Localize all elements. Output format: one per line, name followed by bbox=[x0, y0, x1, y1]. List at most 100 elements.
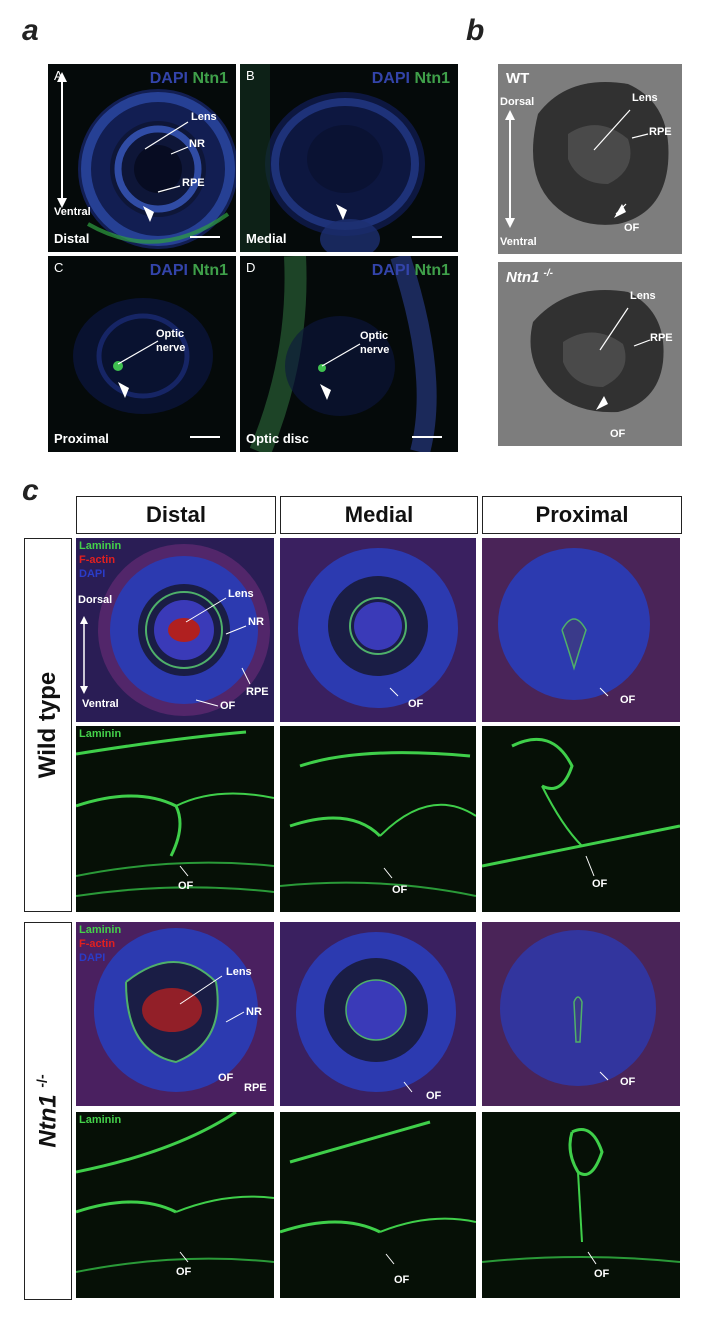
eye-merge-image bbox=[482, 538, 680, 722]
label-of: OF bbox=[408, 698, 424, 710]
label-of: OF bbox=[620, 1076, 636, 1088]
corner-label: B bbox=[246, 68, 255, 83]
panel-a-optic-disc: D DAPI Ntn1 Optic nerve Optic disc bbox=[240, 256, 458, 452]
ko-medial-laminin: OF bbox=[280, 1112, 476, 1298]
genotype-ko: Ntn1 -/- bbox=[506, 268, 553, 286]
label-of: OF bbox=[592, 878, 608, 890]
ko-proximal-laminin: OF bbox=[482, 1112, 680, 1298]
row-header-ntn1-ko: Ntn1 -/- bbox=[24, 922, 72, 1300]
stain-label: DAPI Ntn1 bbox=[371, 70, 450, 87]
label-lens: Lens bbox=[632, 92, 658, 104]
distal-eye-image bbox=[57, 72, 236, 249]
wt-proximal-laminin: OF bbox=[482, 726, 680, 912]
eye-merge-image bbox=[280, 538, 476, 722]
laminin-image bbox=[280, 751, 476, 897]
column-header-distal: Distal bbox=[76, 496, 276, 534]
medial-eye-image bbox=[240, 64, 425, 252]
label-lens: Lens bbox=[228, 588, 254, 600]
label-optic: Optic bbox=[360, 330, 389, 342]
wt-medial-merge: OF bbox=[280, 538, 476, 722]
genotype-wt: WT bbox=[506, 70, 530, 87]
ko-distal-laminin: Laminin OF bbox=[76, 1112, 274, 1298]
laminin-image bbox=[482, 1128, 680, 1265]
label-nerve: nerve bbox=[360, 344, 390, 356]
label-lens: Lens bbox=[630, 290, 656, 302]
laminin-image bbox=[76, 1112, 274, 1273]
scale-bar bbox=[412, 236, 442, 238]
eye-merge-image bbox=[280, 922, 476, 1106]
corner-label: A bbox=[54, 68, 63, 83]
ko-medial-merge: OF bbox=[280, 922, 476, 1106]
optic-disc-image bbox=[249, 256, 437, 452]
label-of: OF bbox=[218, 1072, 234, 1084]
label-of: OF bbox=[610, 428, 626, 440]
ko-eye-image bbox=[530, 290, 664, 413]
panel-letter-a: a bbox=[22, 14, 39, 47]
wt-distal-laminin: Laminin OF bbox=[76, 726, 274, 912]
wt-medial-laminin: OF bbox=[280, 726, 476, 912]
panel-a-distal: A DAPI Ntn1 Lens NR RPE Ventral Distal bbox=[48, 64, 236, 252]
stain-label: DAPI Ntn1 bbox=[149, 70, 228, 87]
condition-label: Proximal bbox=[54, 431, 109, 446]
label-ventral: Ventral bbox=[54, 206, 91, 218]
label-dorsal: Dorsal bbox=[78, 594, 113, 606]
label-of: OF bbox=[220, 700, 236, 712]
channel-factin: F-actin bbox=[79, 554, 116, 566]
scale-bar bbox=[190, 436, 220, 438]
stain-label: DAPI Ntn1 bbox=[371, 262, 450, 279]
corner-label: C bbox=[54, 260, 64, 275]
label-of: OF bbox=[620, 694, 636, 706]
label-of: OF bbox=[176, 1266, 192, 1278]
channel-factin: F-actin bbox=[79, 938, 116, 950]
channel-laminin: Laminin bbox=[79, 728, 122, 740]
condition-label: Medial bbox=[246, 231, 287, 246]
label-of: OF bbox=[624, 222, 640, 234]
wt-proximal-merge: OF bbox=[482, 538, 680, 722]
corner-label: D bbox=[246, 260, 256, 275]
panel-a-medial: B DAPI Ntn1 Medial bbox=[240, 64, 458, 252]
label-lens: Lens bbox=[226, 966, 252, 978]
label-of: OF bbox=[394, 1274, 410, 1286]
eye-merge-image bbox=[482, 922, 680, 1106]
stain-label: DAPI Ntn1 bbox=[149, 262, 228, 279]
label-nr: NR bbox=[248, 616, 264, 628]
channel-laminin: Laminin bbox=[79, 1114, 122, 1126]
label-ventral: Ventral bbox=[82, 698, 119, 710]
eye-merge-image bbox=[76, 922, 274, 1106]
ko-proximal-merge: OF bbox=[482, 922, 680, 1106]
panel-b-ko: Ntn1 -/- Lens RPE OF bbox=[498, 262, 682, 446]
panel-letter-c: c bbox=[22, 474, 39, 507]
laminin-image bbox=[76, 730, 274, 897]
label-rpe: RPE bbox=[246, 686, 269, 698]
label-rpe: RPE bbox=[182, 177, 205, 189]
panel-b-wt: WT Dorsal Ventral Lens RPE OF bbox=[498, 64, 682, 254]
channel-laminin: Laminin bbox=[79, 924, 122, 936]
condition-label: Distal bbox=[54, 231, 90, 246]
channel-dapi: DAPI bbox=[79, 568, 106, 580]
eye-merge-image bbox=[76, 538, 274, 722]
channel-laminin: Laminin bbox=[79, 540, 122, 552]
label-lens: Lens bbox=[191, 111, 217, 123]
label-rpe: RPE bbox=[244, 1082, 267, 1094]
channel-dapi: DAPI bbox=[79, 952, 106, 964]
label-of: OF bbox=[178, 880, 194, 892]
scale-bar bbox=[412, 436, 442, 438]
laminin-image bbox=[482, 737, 680, 877]
label-dorsal: Dorsal bbox=[500, 96, 535, 108]
label-nr: NR bbox=[246, 1006, 262, 1018]
label-rpe: RPE bbox=[650, 332, 673, 344]
scale-bar bbox=[190, 236, 220, 238]
laminin-image bbox=[280, 1120, 476, 1265]
label-of: OF bbox=[392, 884, 408, 896]
label-of: OF bbox=[594, 1268, 610, 1280]
label-ventral: Ventral bbox=[500, 236, 537, 248]
panel-a-proximal: C DAPI Ntn1 Optic nerve Proximal bbox=[48, 256, 236, 452]
ko-distal-merge: Laminin F-actin DAPI Lens NR OF RPE bbox=[76, 922, 274, 1106]
label-nerve: nerve bbox=[156, 342, 186, 354]
row-header-wild-type: Wild type bbox=[24, 538, 72, 912]
label-rpe: RPE bbox=[649, 126, 672, 138]
proximal-eye-image bbox=[73, 298, 213, 414]
panel-letter-b: b bbox=[466, 14, 485, 47]
wt-eye-image bbox=[505, 82, 669, 228]
column-header-proximal: Proximal bbox=[482, 496, 682, 534]
